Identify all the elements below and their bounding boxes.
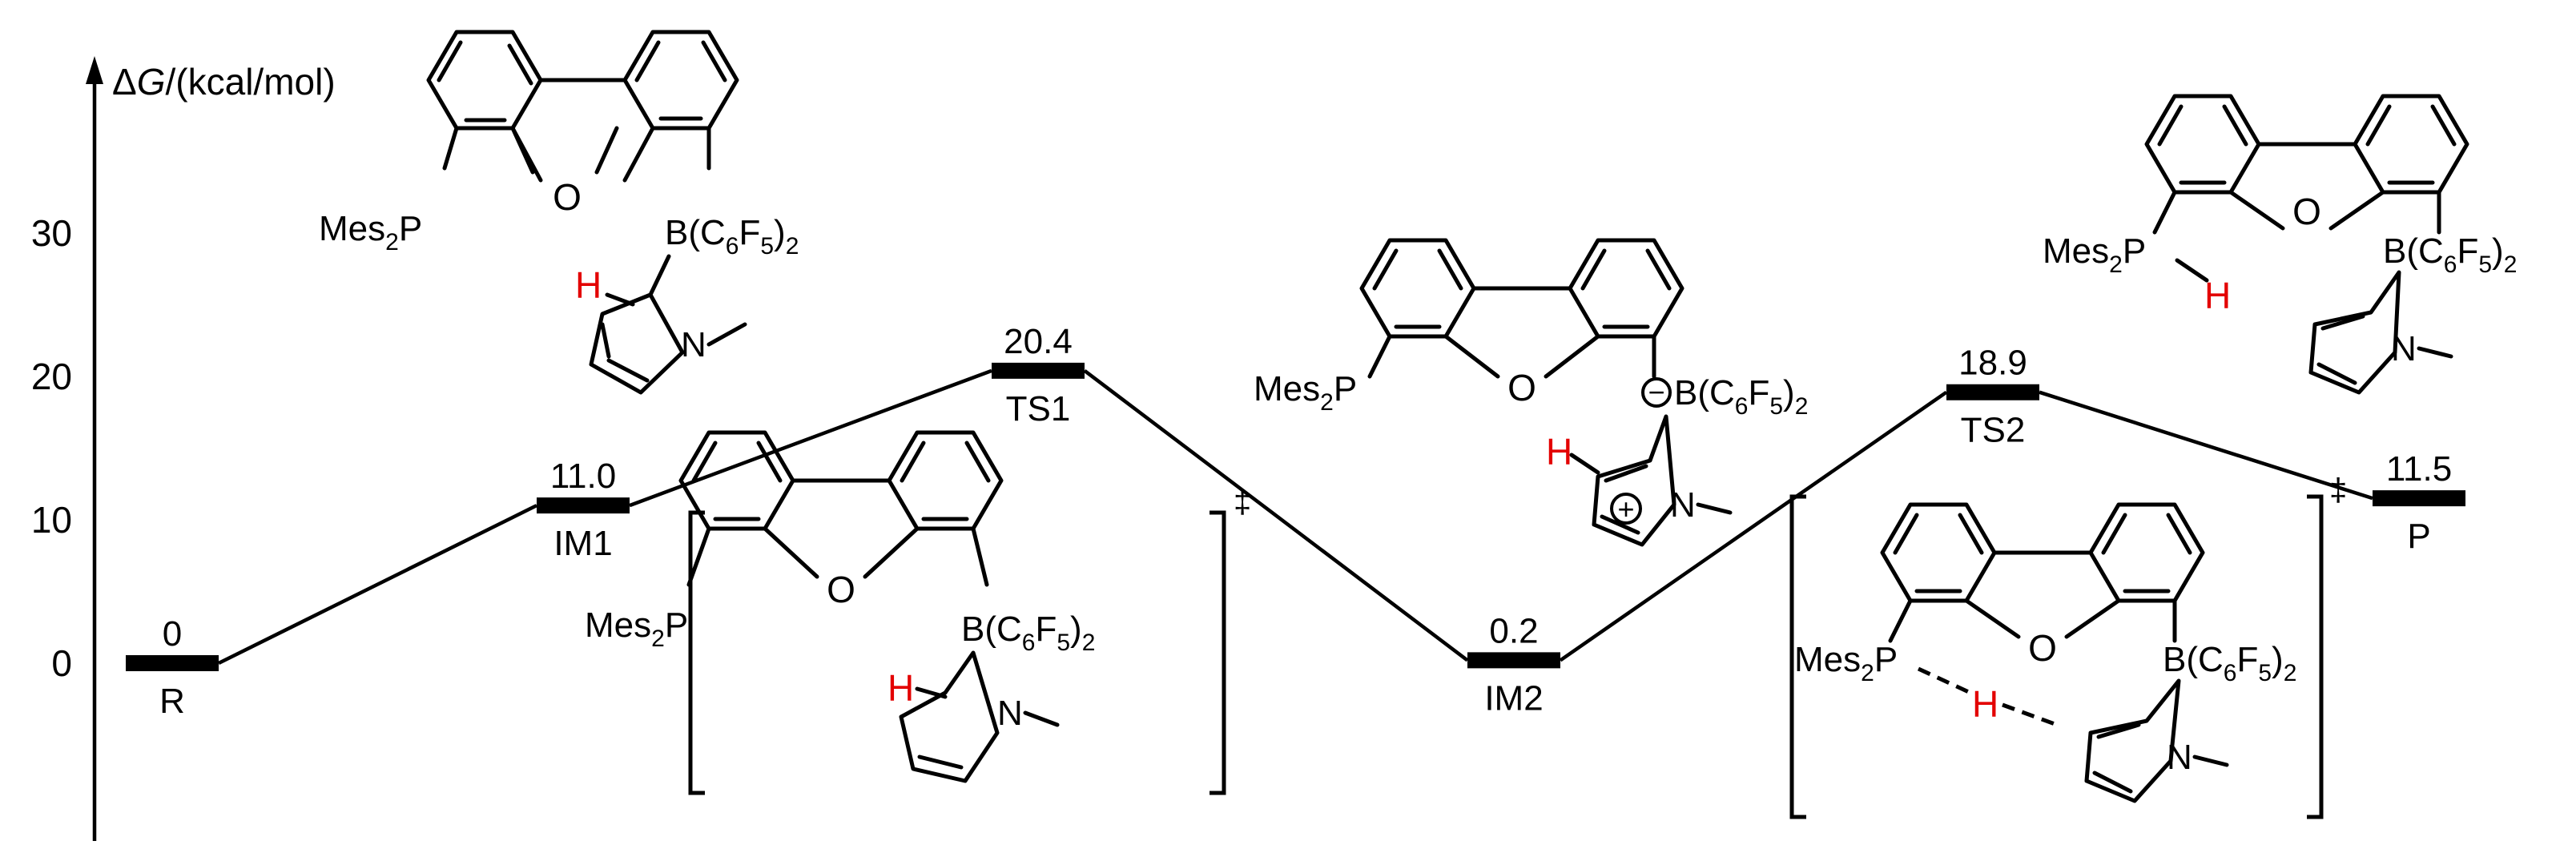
y-axis-label: ΔG/(kcal/mol)	[112, 61, 336, 103]
state-label-im2: IM2	[1484, 678, 1543, 718]
connector-r-im1	[218, 504, 537, 666]
y-tick-label: 0	[51, 642, 72, 684]
svg-text:O: O	[2292, 191, 2321, 232]
state-label-im1: IM1	[553, 524, 612, 563]
y-tick-label: 30	[31, 212, 72, 254]
energy-levels	[126, 362, 2465, 671]
y-tick-label: 20	[31, 356, 72, 397]
connector-im2-ts2	[1559, 390, 1948, 662]
value-label-r: 0	[163, 614, 182, 654]
svg-text:N: N	[997, 694, 1023, 733]
value-labels: 0 11.0 20.4 0.2 18.9 11.5	[163, 322, 2452, 654]
value-label-ts2: 18.9	[1958, 344, 2027, 383]
y-axis-arrowhead	[86, 56, 103, 84]
svg-text:−: −	[1648, 376, 1664, 408]
svg-text:B(C6F5)2: B(C6F5)2	[961, 610, 1095, 656]
connector-lines	[218, 368, 2373, 666]
connector-ts2-p	[2039, 390, 2373, 501]
value-label-im1: 11.0	[550, 457, 616, 496]
svg-text:O: O	[2028, 627, 2057, 669]
svg-text:H: H	[1972, 683, 1998, 725]
structure-ts1: O Mes2P B(C6F5)2 H N ‡	[585, 430, 1251, 795]
svg-text:‡: ‡	[2329, 473, 2347, 508]
structure-im2: O Mes2P − B(C6F5)2 H + N	[1254, 238, 1808, 547]
structure-ts2: O Mes2P B(C6F5)2 H N ‡	[1789, 473, 2347, 819]
svg-text:H: H	[575, 264, 602, 306]
value-label-im2: 0.2	[1489, 611, 1538, 650]
svg-text:O: O	[1507, 367, 1536, 408]
svg-text:O: O	[553, 176, 582, 218]
connector-im1-ts1	[629, 368, 992, 508]
svg-text:O: O	[827, 569, 855, 610]
state-label-ts1: TS1	[1006, 389, 1071, 428]
state-label-p: P	[2407, 517, 2430, 556]
svg-text:Mes2P: Mes2P	[319, 209, 422, 255]
y-ticks-group: 0 10 20 30	[31, 212, 72, 684]
svg-text:H: H	[888, 667, 914, 709]
svg-text:H: H	[1546, 431, 1572, 473]
svg-text:B(C6F5)2: B(C6F5)2	[1674, 373, 1808, 420]
svg-text:N: N	[2167, 738, 2192, 777]
svg-text:‡: ‡	[1234, 485, 1251, 520]
state-label-ts2: TS2	[1961, 411, 2026, 450]
svg-text:+: +	[1617, 493, 1634, 525]
svg-text:Mes2P: Mes2P	[585, 606, 688, 652]
svg-text:B(C6F5)2: B(C6F5)2	[665, 213, 799, 260]
value-label-ts1: 20.4	[1004, 322, 1073, 361]
value-label-p: 11.5	[2386, 449, 2452, 489]
structure-im1: O Mes2P B(C6F5)2 H N	[319, 30, 799, 395]
state-label-r: R	[159, 682, 185, 721]
svg-text:B(C6F5)2: B(C6F5)2	[2383, 231, 2517, 278]
svg-text:Mes2P: Mes2P	[1254, 369, 1357, 416]
svg-text:B(C6F5)2: B(C6F5)2	[2163, 640, 2296, 686]
y-tick-label: 10	[31, 499, 72, 541]
svg-text:N: N	[1670, 485, 1696, 525]
svg-text:H: H	[2204, 275, 2231, 316]
svg-text:N: N	[681, 325, 706, 364]
svg-text:Mes2P: Mes2P	[2043, 231, 2146, 278]
svg-text:Mes2P: Mes2P	[1794, 640, 1898, 686]
connector-ts1-im2	[1083, 369, 1469, 662]
svg-text:N: N	[2391, 329, 2417, 368]
structure-p: O Mes2P H B(C6F5)2 N	[2043, 94, 2517, 395]
